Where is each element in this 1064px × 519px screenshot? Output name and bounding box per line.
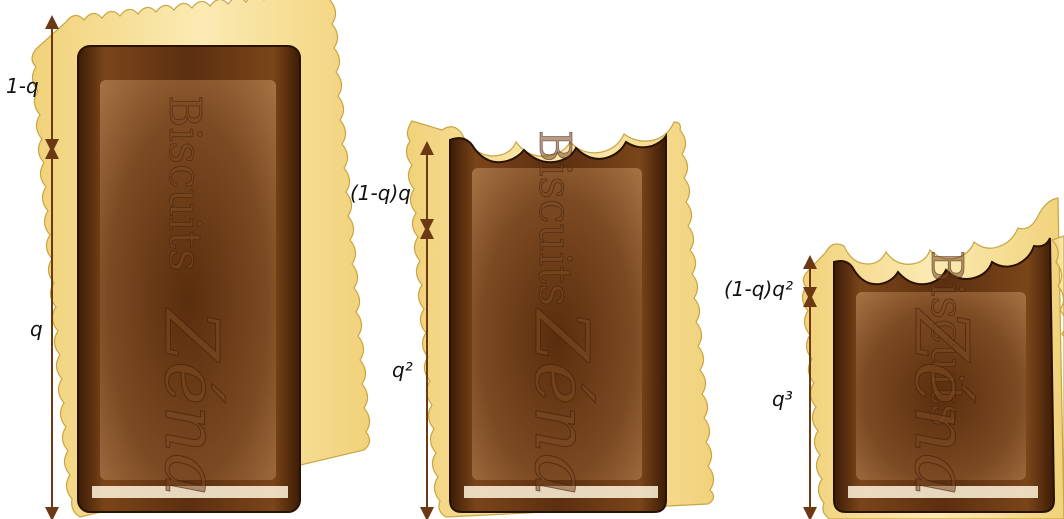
brand-text: Biscuits (159, 95, 210, 271)
brand-text: Biscuits (529, 130, 580, 306)
biscuit-whole: Biscuits Zéna (32, 0, 370, 517)
signature-text: Zéna (898, 308, 984, 497)
label-bottom-3: q³ (772, 387, 793, 411)
biscuit-one-bite: Biscuits Zéna (406, 121, 713, 517)
label-bottom-1: q (30, 317, 43, 341)
label-top-2: (1-q)q (350, 181, 411, 205)
signature-text: Zéna (148, 308, 234, 497)
label-top-3: (1-q)q² (724, 277, 793, 301)
label-bottom-2: q² (392, 358, 413, 382)
signature-text: Zéna (518, 308, 604, 497)
label-top-1: 1-q (6, 74, 39, 98)
biscuit-two-bites: Biscuits Zéna (802, 198, 1064, 519)
